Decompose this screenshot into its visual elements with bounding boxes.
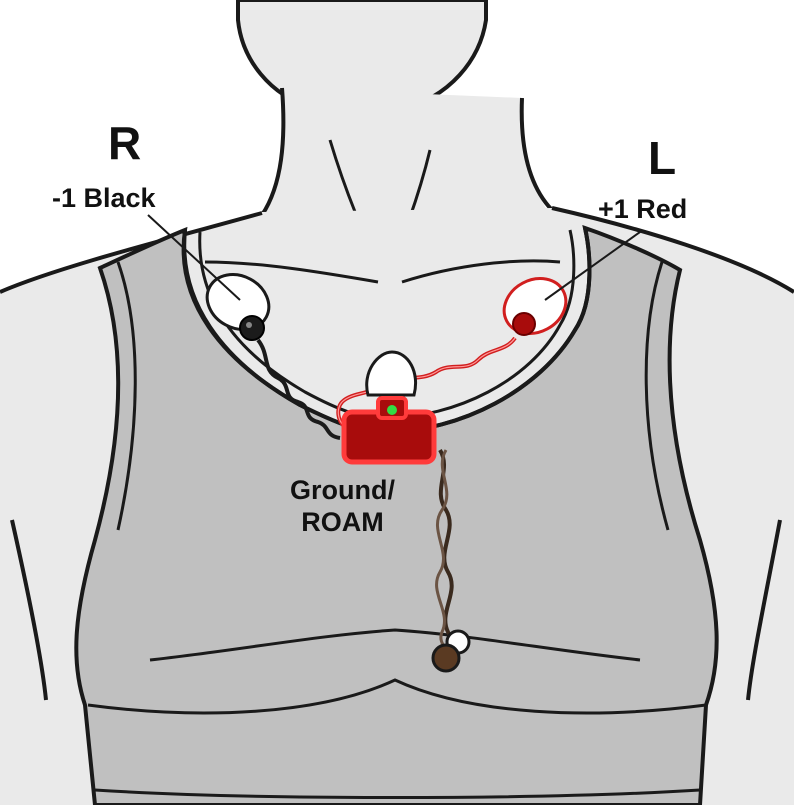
ground-label-line2: ROAM <box>290 506 395 538</box>
positive-lead-label: +1 Red <box>598 196 687 223</box>
connector-brown-icon <box>433 645 459 671</box>
ground-label-line1: Ground/ <box>290 474 395 506</box>
negative-lead-label: -1 Black <box>52 185 156 212</box>
ground-label: Ground/ ROAM <box>290 474 395 539</box>
left-side-label: L <box>648 135 676 181</box>
right-side-label: R <box>108 120 141 166</box>
neck-shape <box>262 88 550 215</box>
